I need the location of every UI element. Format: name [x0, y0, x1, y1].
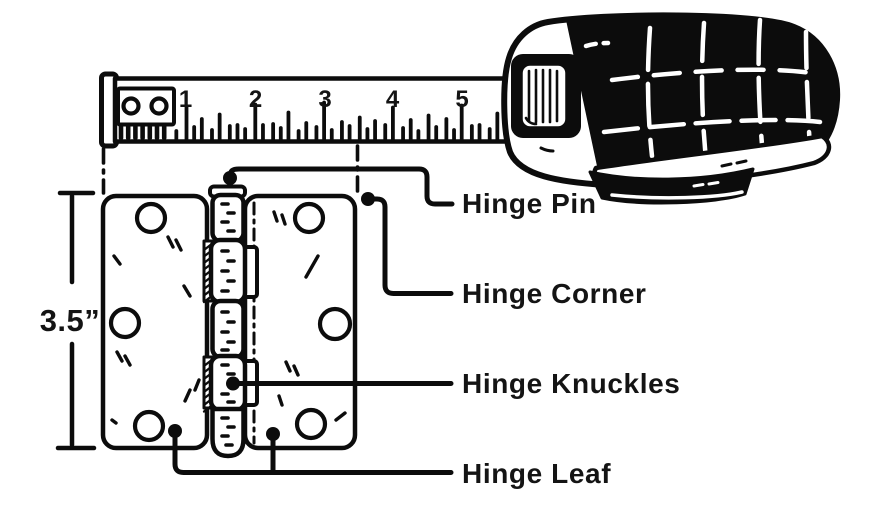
label-hinge-pin: Hinge Pin: [462, 188, 597, 219]
dimension-height: [55, 190, 97, 451]
callout-lines: [172, 166, 455, 475]
callout-dot-knuckles: [226, 376, 240, 391]
dimension-value: 3.5”: [40, 303, 101, 338]
label-hinge-leaf: Hinge Leaf: [462, 458, 611, 489]
callout-dot-pin: [223, 171, 237, 185]
ruler-comb-ticks: [118, 122, 167, 141]
callout-dots: [168, 171, 375, 441]
callout-line-leaf: [172, 429, 454, 475]
knuckle-dashes: [220, 202, 236, 447]
tape-measure-body: [501, 12, 841, 205]
hinge-leaf-left: [100, 193, 210, 451]
callout-line-corner: [365, 196, 454, 296]
front-sketch-marks: [539, 50, 602, 160]
slider-grip-lines: [524, 68, 559, 126]
band-dashes: [720, 159, 748, 168]
callout-labels: Hinge Pin Hinge Corner Hinge Knuckles Hi…: [462, 188, 680, 489]
flange-highlights: [610, 181, 744, 200]
callout-dot-leaf-left: [168, 424, 182, 438]
ruler-number-3: 3: [318, 86, 331, 113]
ruler-scale-ticks: [174, 100, 500, 142]
callout-line-pin: [227, 166, 455, 207]
tape-body-flange: [588, 167, 755, 205]
ruler-number-2: 2: [249, 86, 262, 113]
tape-ruler: [99, 71, 548, 149]
label-hinge-corner: Hinge Corner: [462, 278, 647, 309]
ruler-number-1: 1: [179, 86, 192, 113]
leaf-scratch-marks: [110, 210, 347, 425]
ruler-numbers: 1 2 3 4 5: [179, 86, 469, 113]
rivet-hole: [121, 96, 141, 116]
hinge: [100, 184, 358, 459]
ruler-number-4: 4: [386, 86, 400, 113]
ruler-number-5: 5: [455, 86, 468, 113]
label-hinge-knuckles: Hinge Knuckles: [462, 368, 680, 399]
screw-holes: [108, 201, 353, 443]
rivet-hole: [149, 96, 169, 116]
callout-dot-leaf-right: [266, 427, 280, 441]
callout-dot-corner: [361, 192, 375, 206]
